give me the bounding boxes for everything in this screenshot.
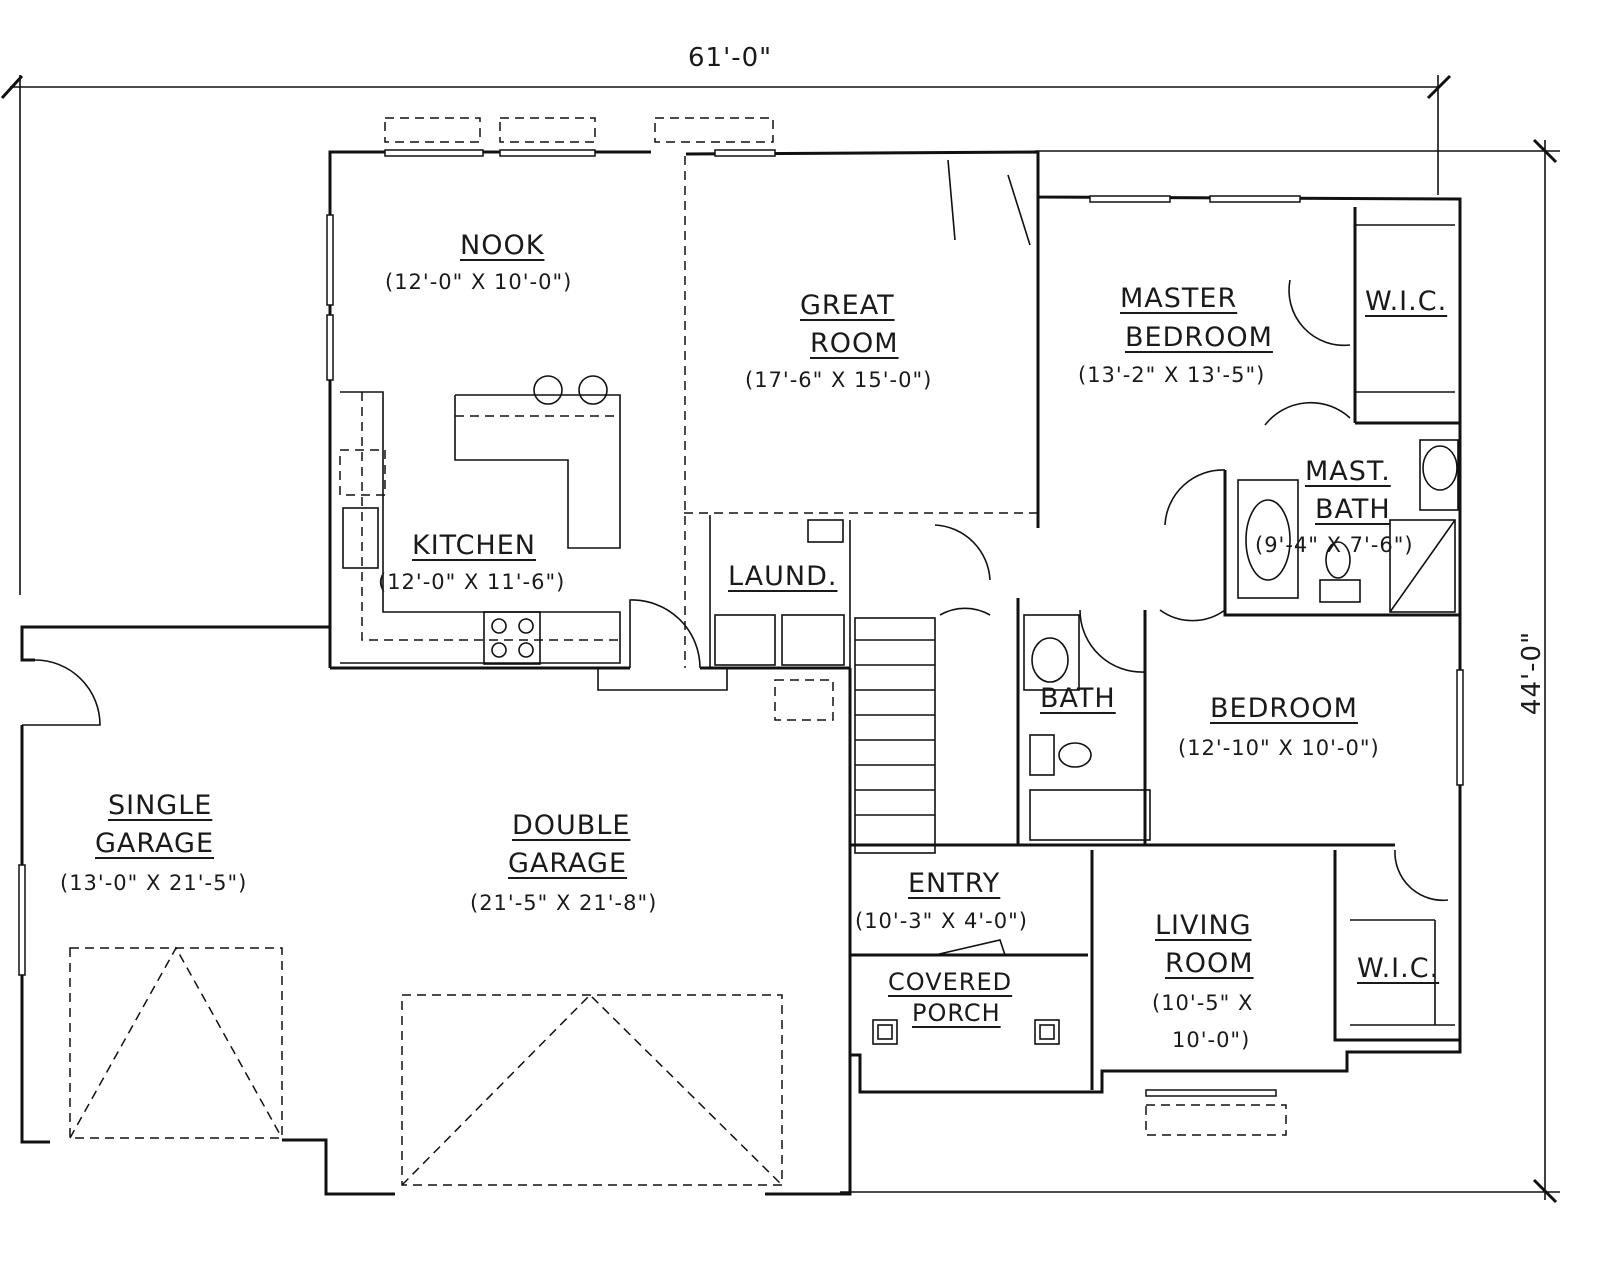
- entry-name: ENTRY: [908, 868, 1001, 899]
- living-room-name-line1: LIVING: [1155, 910, 1252, 941]
- master-bedroom-name-line1: MASTER: [1120, 283, 1238, 314]
- kitchen-size: (12'-0" X 11'-6"): [378, 570, 566, 594]
- overall-depth-dimension-line: [840, 138, 1560, 1204]
- single-garage-name-line1: SINGLE: [108, 790, 213, 821]
- single-garage-size: (13'-0" X 21'-5"): [60, 871, 248, 895]
- nook-size: (12'-0" X 10'-0"): [385, 270, 573, 294]
- overall-depth-label: 44'-0": [1517, 630, 1548, 716]
- interior-walls: [680, 156, 1460, 1090]
- bath-name: BATH: [1040, 683, 1116, 714]
- great-room-size: (17'-6" X 15'-0"): [745, 368, 933, 392]
- overall-width-dimension-line: [0, 74, 1452, 595]
- great-room-name-line1: GREAT: [800, 290, 895, 321]
- master-wic-name: W.I.C.: [1365, 286, 1448, 317]
- kitchen-name: KITCHEN: [412, 530, 536, 561]
- kitchen-fixtures: [339, 375, 728, 691]
- living-wic-name: W.I.C.: [1357, 953, 1440, 984]
- mast-bath-name-line2: BATH: [1315, 494, 1391, 525]
- single-garage-name-line2: GARAGE: [95, 828, 215, 859]
- living-room-size-line2: 10'-0"): [1172, 1028, 1251, 1052]
- mast-bath-name-line1: MAST.: [1305, 456, 1391, 487]
- porch-columns: [872, 939, 1060, 1045]
- door-swings: [22, 159, 1449, 902]
- double-garage-name-line2: GARAGE: [508, 848, 628, 879]
- master-bedroom-size: (13'-2" X 13'-5"): [1078, 363, 1266, 387]
- double-garage-door: [401, 993, 783, 1186]
- windows: [18, 117, 1464, 1136]
- living-room-name-line2: ROOM: [1165, 948, 1254, 979]
- mast-bath-size: (9'-4" X 7'-6"): [1255, 533, 1414, 557]
- overall-width-label: 61'-0": [688, 43, 773, 73]
- bedroom-size: (12'-10" X 10'-0"): [1178, 736, 1380, 760]
- master-bedroom-name-line2: BEDROOM: [1125, 322, 1273, 353]
- service-fixtures: [714, 224, 1459, 1026]
- covered-porch-name-line2: PORCH: [912, 999, 1001, 1027]
- single-garage-door: [69, 946, 283, 1139]
- laundry-name: LAUND.: [728, 561, 838, 592]
- covered-porch-name-line1: COVERED: [888, 968, 1013, 996]
- double-garage-size: (21'-5" X 21'-8"): [470, 891, 658, 915]
- bedroom-name: BEDROOM: [1210, 693, 1358, 724]
- double-garage-name-line1: DOUBLE: [512, 810, 631, 841]
- entry-size: (10'-3" X 4'-0"): [855, 909, 1028, 933]
- nook-name: NOOK: [460, 230, 545, 261]
- great-room-name-line2: ROOM: [810, 328, 899, 359]
- living-room-size-line1: (10'-5" X: [1152, 991, 1254, 1015]
